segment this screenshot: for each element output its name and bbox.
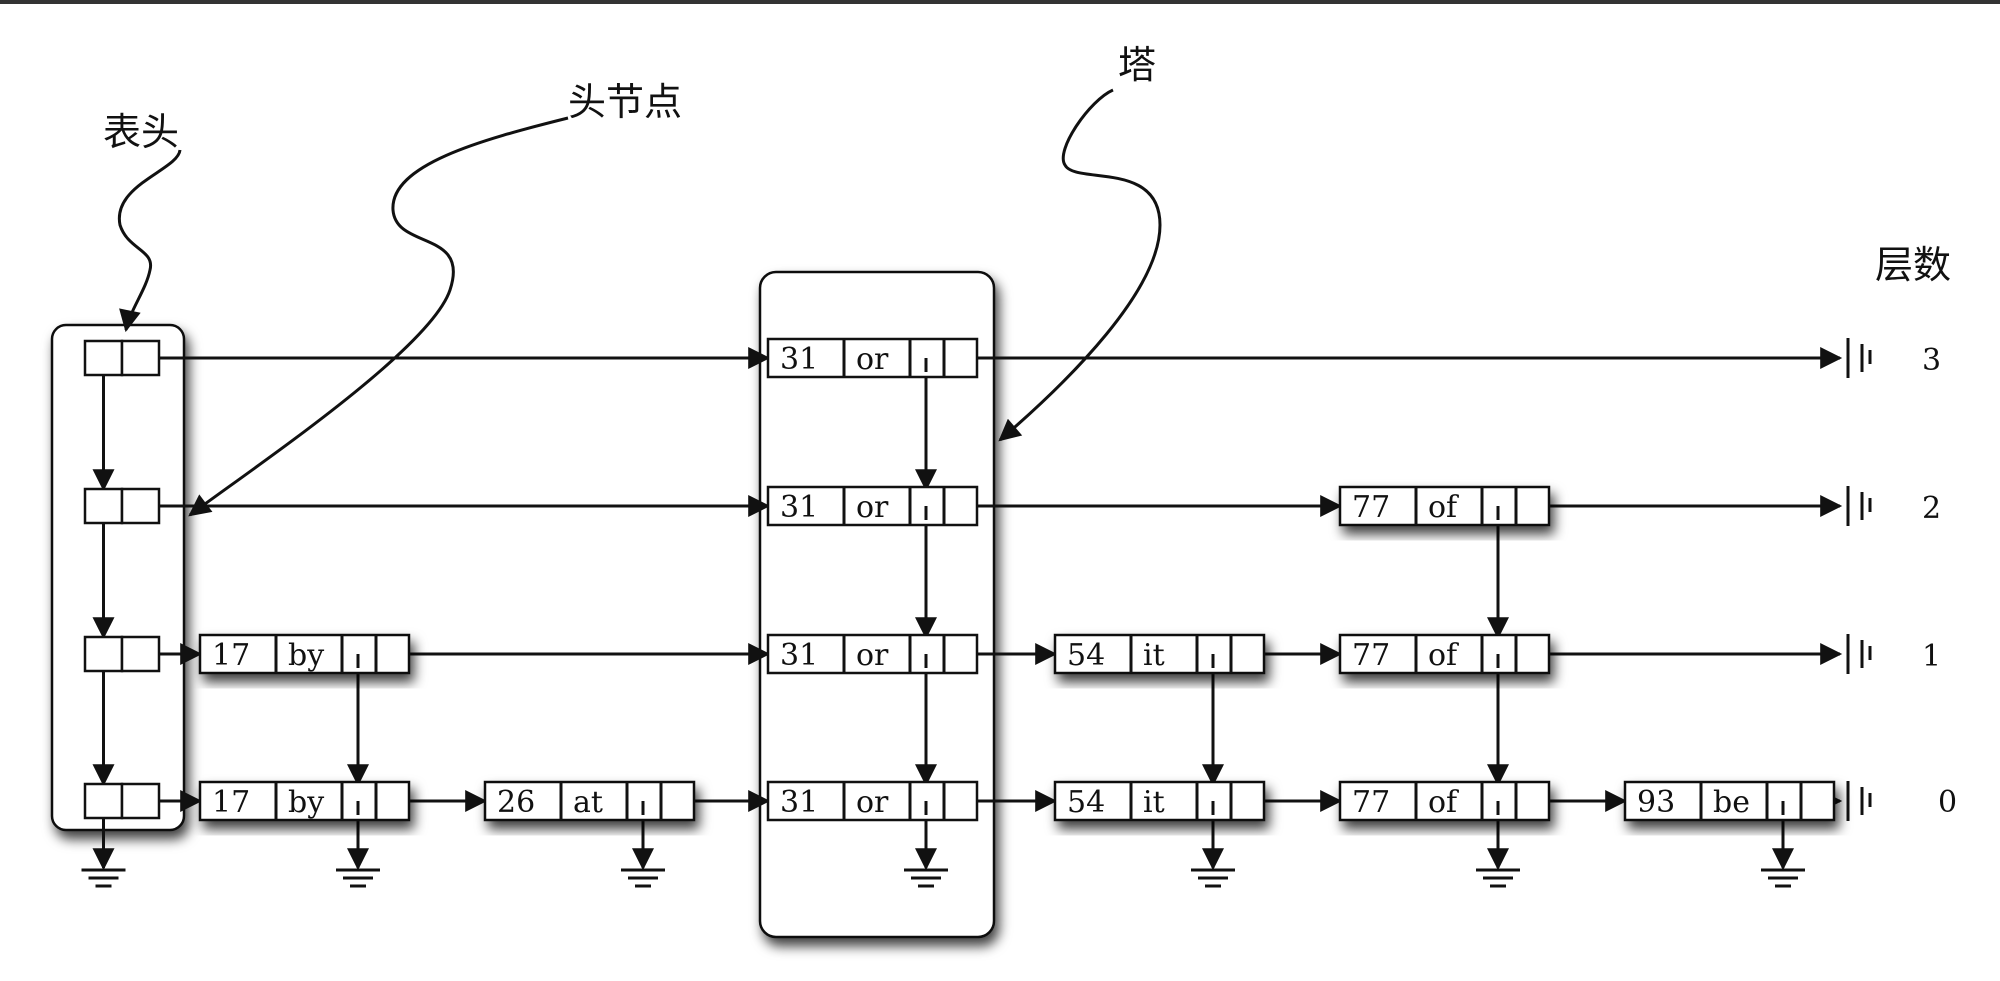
node-77-level-2: 77 of (1338, 485, 1551, 527)
node-26-level-0: 26 at (483, 780, 696, 822)
node-key: 31 (780, 342, 818, 377)
node-key: 77 (1352, 785, 1390, 820)
level-label-1: 1 (1922, 639, 1941, 674)
header-annotation: 表头 (103, 110, 179, 154)
level-label-0: 0 (1938, 785, 1957, 820)
node-key: 17 (212, 785, 250, 820)
node-word: or (856, 490, 889, 525)
ground-93 (1761, 868, 1805, 888)
node-93-level-0: 93 be (1623, 780, 1836, 822)
ground-layer (81, 868, 1805, 888)
node-key: 26 (497, 785, 535, 820)
ground-26 (621, 868, 665, 888)
level-count-annotation: 层数 (1875, 243, 1951, 287)
nil-terminal-level-3 (1846, 338, 1872, 378)
nil-terminal-level-2 (1846, 486, 1872, 526)
node-17-level-1: 17 by (198, 633, 411, 675)
node-key: 54 (1067, 638, 1105, 673)
node-key: 54 (1067, 785, 1105, 820)
node-word: or (856, 638, 889, 673)
header-cell-level-0 (83, 782, 161, 820)
head-node-annotation-line (188, 116, 569, 517)
nil-terminal-level-0 (1846, 781, 1872, 821)
node-word: be (1713, 785, 1750, 820)
node-31-level-3: 31 or (766, 337, 979, 379)
node-word: it (1143, 785, 1165, 820)
nil-terminal-level-1 (1846, 634, 1872, 674)
header-cell-level-3 (83, 339, 161, 377)
node-31-level-2: 31 or (766, 485, 979, 527)
node-77-level-0: 77 of (1338, 780, 1551, 822)
ground-header (81, 868, 126, 888)
node-77-level-1: 77 of (1338, 633, 1551, 675)
node-word: by (288, 785, 324, 820)
head-node-annotation: 头节点 (568, 80, 682, 124)
header-cell-level-1 (83, 635, 161, 673)
node-key: 77 (1352, 490, 1390, 525)
node-key: 77 (1352, 638, 1390, 673)
node-word: it (1143, 638, 1165, 673)
tower-annotation-line (998, 88, 1162, 442)
node-31-level-0: 31 or (766, 780, 979, 822)
header-container (50, 323, 186, 832)
header-cell-level-2 (83, 487, 161, 525)
level-terminals (1846, 338, 1872, 821)
node-key: 31 (780, 638, 818, 673)
ground-17 (336, 868, 380, 888)
level-label-3: 3 (1922, 343, 1941, 378)
level-label-2: 2 (1922, 491, 1941, 526)
node-54-level-0: 54 it (1053, 780, 1266, 822)
node-key: 31 (780, 490, 818, 525)
ground-54 (1191, 868, 1235, 888)
node-word: at (573, 785, 603, 820)
nodes-layer: 17 by 17 by 26 at 31 or 31 or 31 or 31 or 54 it 54 it 77 of… (83, 337, 1836, 822)
node-54-level-1: 54 it (1053, 633, 1266, 675)
node-word: or (856, 342, 889, 377)
node-word: by (288, 638, 324, 673)
node-17-level-0: 17 by (198, 780, 411, 822)
tower-annotation: 塔 (1118, 43, 1156, 87)
node-word: of (1428, 638, 1459, 673)
node-word: of (1428, 785, 1459, 820)
header-annotation-line (117, 149, 182, 333)
ground-77 (1476, 868, 1520, 888)
node-key: 93 (1637, 785, 1675, 820)
node-word: of (1428, 490, 1459, 525)
ground-31 (904, 868, 948, 888)
node-key: 31 (780, 785, 818, 820)
node-31-level-1: 31 or (766, 633, 979, 675)
node-key: 17 (212, 638, 250, 673)
node-word: or (856, 785, 889, 820)
